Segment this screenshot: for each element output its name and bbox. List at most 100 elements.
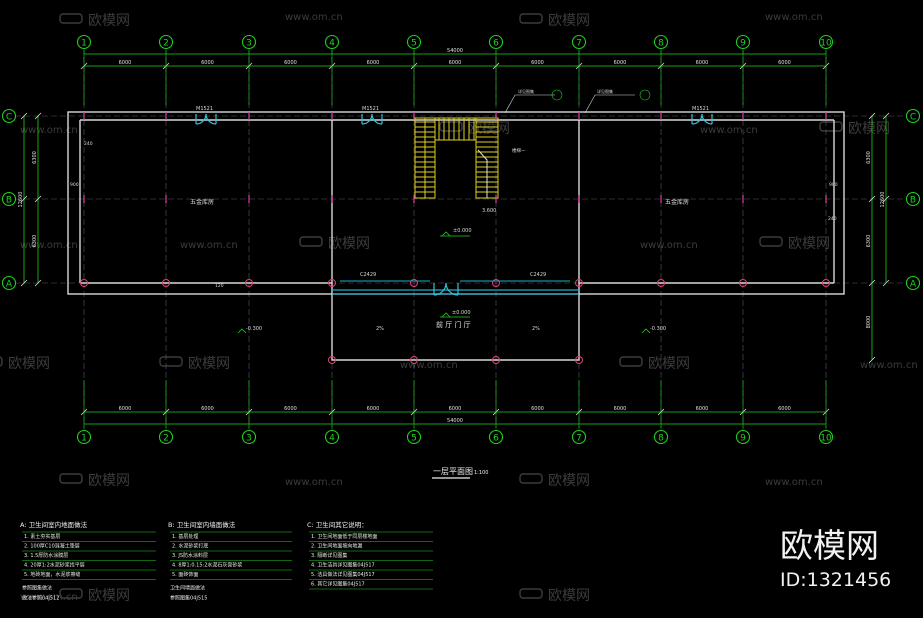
- callout-2: 详见图集: [597, 88, 613, 94]
- axis-label-5: 5: [411, 434, 417, 444]
- axis-label-2: 2: [163, 434, 169, 444]
- watermark-brand: 欧模网: [848, 121, 890, 137]
- level-left: -0.300: [246, 326, 262, 332]
- watermark-brand: 欧模网: [468, 121, 510, 137]
- top-dim-1: 6000: [119, 60, 132, 66]
- note-line: 2. 100厚C10混凝土垫层: [24, 543, 80, 550]
- window-tag-2: C2429: [530, 272, 546, 278]
- watermark-url: www.om.cn: [20, 240, 78, 251]
- right-dim-1: 6300: [866, 151, 872, 164]
- axis-bubble-7: [571, 429, 587, 445]
- note-line: 2. 卫生间地面坡向地漏: [311, 543, 362, 550]
- watermark-brand: 欧模网: [548, 13, 590, 29]
- watermark-logo-icon: [519, 473, 543, 484]
- axis-label-9: 9: [740, 39, 746, 49]
- axis-bubble-2: [158, 34, 174, 50]
- axis-label-4: 4: [329, 39, 335, 49]
- watermark-logo-icon: [59, 13, 83, 24]
- door-symbols: [195, 113, 713, 296]
- axis-label-7: 7: [576, 39, 582, 49]
- level-symbols: [237, 231, 651, 334]
- stair: [414, 117, 499, 199]
- watermark-url: www.om.cn: [20, 125, 78, 136]
- small-dim-2: 240: [828, 216, 837, 222]
- watermark-url: www.om.cn: [700, 125, 758, 136]
- note-title-0: A: 卫生间室内地面做法: [20, 520, 88, 529]
- axis-bubble-2: [158, 429, 174, 445]
- axis-label-6: 6: [493, 434, 499, 444]
- room-label-left: 五金库房: [190, 198, 214, 206]
- axis-bubble-4: [324, 34, 340, 50]
- watermark-url: www.om.cn: [285, 477, 343, 488]
- watermark-url: www.om.cn: [285, 12, 343, 23]
- plan-labels: 五金库房 五金库房 前 厅 门 厅 ±0.000 -0.300 -0.300 3…: [70, 88, 838, 332]
- callout-leaders: [504, 89, 651, 114]
- watermark-brand: 欧模网: [648, 356, 690, 372]
- axis-label-A: A: [910, 280, 917, 290]
- watermark-logo-icon: [519, 588, 543, 599]
- ramp-slope-left: 2%: [376, 326, 384, 332]
- watermark-logo-icon: [299, 236, 323, 247]
- note-line: 6. 其它详见图集04J517: [311, 581, 365, 588]
- axis-bubble-5: [406, 429, 422, 445]
- axis-bubble-6: [488, 429, 504, 445]
- axis-bubble-10: [818, 34, 834, 50]
- axis-bubble-C: [1, 108, 17, 124]
- building-walls: [67, 111, 845, 361]
- drawing-title-block: 一层平面图 1:100: [432, 467, 488, 479]
- axis-label-A: A: [6, 280, 13, 290]
- outer-wall: [67, 111, 845, 295]
- axis-label-7: 7: [576, 434, 582, 444]
- note-line: 5. 洁具做法详见图集04J517: [311, 571, 375, 578]
- axis-bubble-6: [488, 34, 504, 50]
- axis-label-2: 2: [163, 39, 169, 49]
- column-marker: [328, 356, 336, 364]
- watermark-url: www.om.cn: [640, 240, 698, 251]
- watermark-brand: 欧模网: [548, 473, 590, 489]
- column-marker: [575, 279, 583, 287]
- axis-bubble-8: [653, 429, 669, 445]
- axis-bubble-A: [905, 275, 921, 291]
- bottom-dim-2: 6000: [201, 406, 214, 412]
- axis-bubble-9: [735, 429, 751, 445]
- axis-label-5: 5: [411, 39, 417, 49]
- watermark-logo-icon: [439, 121, 463, 132]
- axis-bubble-B: [905, 191, 921, 207]
- axis-label-4: 4: [329, 434, 335, 444]
- bottom-dim-3: 6000: [284, 406, 297, 412]
- note-line: 1. 卫生间地面低于同层楼地面: [311, 533, 377, 540]
- watermark-logo-icon: [59, 588, 83, 599]
- axis-label-1: 1: [81, 39, 87, 49]
- watermark-brand: 欧模网: [548, 588, 590, 604]
- column-marker: [162, 279, 170, 287]
- note-footer: 参照图集04J515: [170, 595, 207, 602]
- note-line: 1. 基层处理: [172, 533, 198, 540]
- watermark-brand: 欧模网: [88, 588, 130, 604]
- watermark-url: www.om.cn: [765, 477, 823, 488]
- door-tag-2: M1521: [362, 106, 379, 112]
- callout-1: 详见图集: [518, 88, 534, 94]
- axis-bubble-1: [76, 429, 92, 445]
- axis-bubble-B: [1, 191, 17, 207]
- column-marker: [80, 279, 88, 287]
- bottom-dim-7: 6000: [614, 406, 627, 412]
- column-marker: [328, 279, 336, 287]
- column-marker: [822, 279, 830, 287]
- axis-label-9: 9: [740, 434, 746, 444]
- top-dim-3: 6000: [284, 60, 297, 66]
- note-line: 5. 地砖地面，水泥浆擦缝: [24, 571, 80, 578]
- axis-bubble-3: [241, 429, 257, 445]
- small-dim-3: 900: [70, 182, 79, 188]
- top-dim-2: 6000: [201, 60, 214, 66]
- top-dim-8: 6000: [696, 60, 709, 66]
- axis-bubble-1: [76, 34, 92, 50]
- note-line: 3. JS防水涂料层: [172, 552, 208, 559]
- bottom-dim-1: 6000: [119, 406, 132, 412]
- left-dim-2: 6300: [32, 235, 38, 248]
- ramp-slope-right: 2%: [532, 326, 540, 332]
- stair-note: 楼梯一: [512, 147, 526, 154]
- stair-level: 3.600: [482, 208, 496, 214]
